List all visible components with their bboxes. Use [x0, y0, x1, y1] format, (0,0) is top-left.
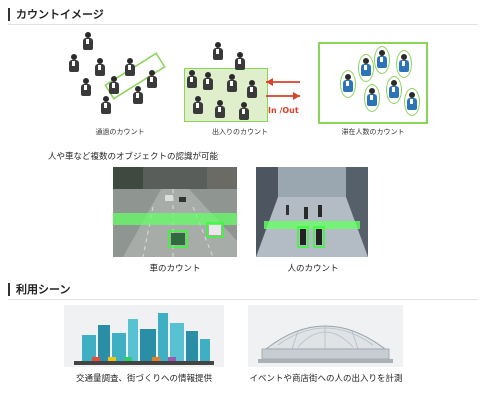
- panel-inout-count: In /Out: [182, 40, 304, 126]
- person-icon: [94, 58, 105, 76]
- person-icon: [246, 80, 257, 98]
- section-header-count-image: カウントイメージ: [8, 6, 104, 22]
- people-count-photo: [256, 167, 368, 257]
- person-icon: [398, 54, 409, 72]
- city-illustration: [64, 305, 224, 367]
- people-count-label: 人のカウント: [287, 264, 339, 274]
- inout-label: In /Out: [268, 106, 299, 115]
- people-scene: [256, 167, 368, 257]
- inout-count-label: 出入りのカウント: [212, 128, 268, 136]
- person-icon: [108, 76, 119, 94]
- person-icon: [376, 50, 387, 68]
- person-icon: [192, 96, 203, 114]
- person-icon: [388, 80, 399, 98]
- stay-count-label: 滞在人数のカウント: [341, 128, 405, 136]
- dome-illustration: [248, 305, 403, 367]
- person-icon: [342, 74, 353, 92]
- inout-arrows: [266, 78, 300, 100]
- event-traffic-label: イベントや商店街への人の出入りを計測: [249, 374, 403, 384]
- person-icon: [366, 88, 377, 106]
- person-icon: [186, 70, 197, 88]
- vehicle-count-label: 車のカウント: [149, 264, 201, 274]
- person-icon: [360, 58, 371, 76]
- vehicle-scene: [113, 167, 237, 257]
- detection-ring: [340, 70, 356, 98]
- person-icon: [212, 42, 223, 60]
- multi-object-heading: 人や車など複数のオブジェクトの認識が可能: [48, 152, 219, 162]
- panel-stay-count: [318, 42, 428, 124]
- person-icon: [226, 74, 237, 92]
- section-header-usage: 利用シーン: [8, 281, 70, 297]
- section-title: 利用シーン: [16, 283, 71, 296]
- person-icon: [406, 92, 417, 110]
- section-header-bar: [8, 282, 10, 296]
- dome-stadium: [258, 325, 393, 363]
- detection-ring: [386, 76, 402, 104]
- panel-passing-count: [60, 30, 170, 122]
- person-icon: [68, 54, 79, 72]
- person-icon: [82, 32, 93, 50]
- detection-ring: [396, 50, 412, 78]
- person-icon: [234, 52, 245, 70]
- city-skyline: [74, 313, 214, 365]
- passing-count-label: 通過のカウント: [95, 128, 145, 136]
- section-title: カウントイメージ: [16, 8, 104, 21]
- section-divider: [8, 299, 478, 300]
- detection-ring: [404, 88, 420, 116]
- detection-ring: [358, 54, 374, 82]
- section-divider: [8, 24, 478, 25]
- person-icon: [238, 102, 249, 120]
- traffic-survey-label: 交通量調査、街づくりへの情報提供: [75, 374, 212, 384]
- detection-ring: [364, 84, 380, 112]
- section-header-bar: [8, 7, 10, 21]
- person-icon: [214, 100, 225, 118]
- vehicle-count-photo: [113, 167, 237, 257]
- person-icon: [124, 58, 135, 76]
- person-icon: [132, 86, 143, 104]
- person-icon: [202, 72, 213, 90]
- person-icon: [80, 78, 91, 96]
- person-icon: [100, 96, 111, 114]
- person-icon: [146, 70, 157, 88]
- detection-ring: [374, 46, 390, 74]
